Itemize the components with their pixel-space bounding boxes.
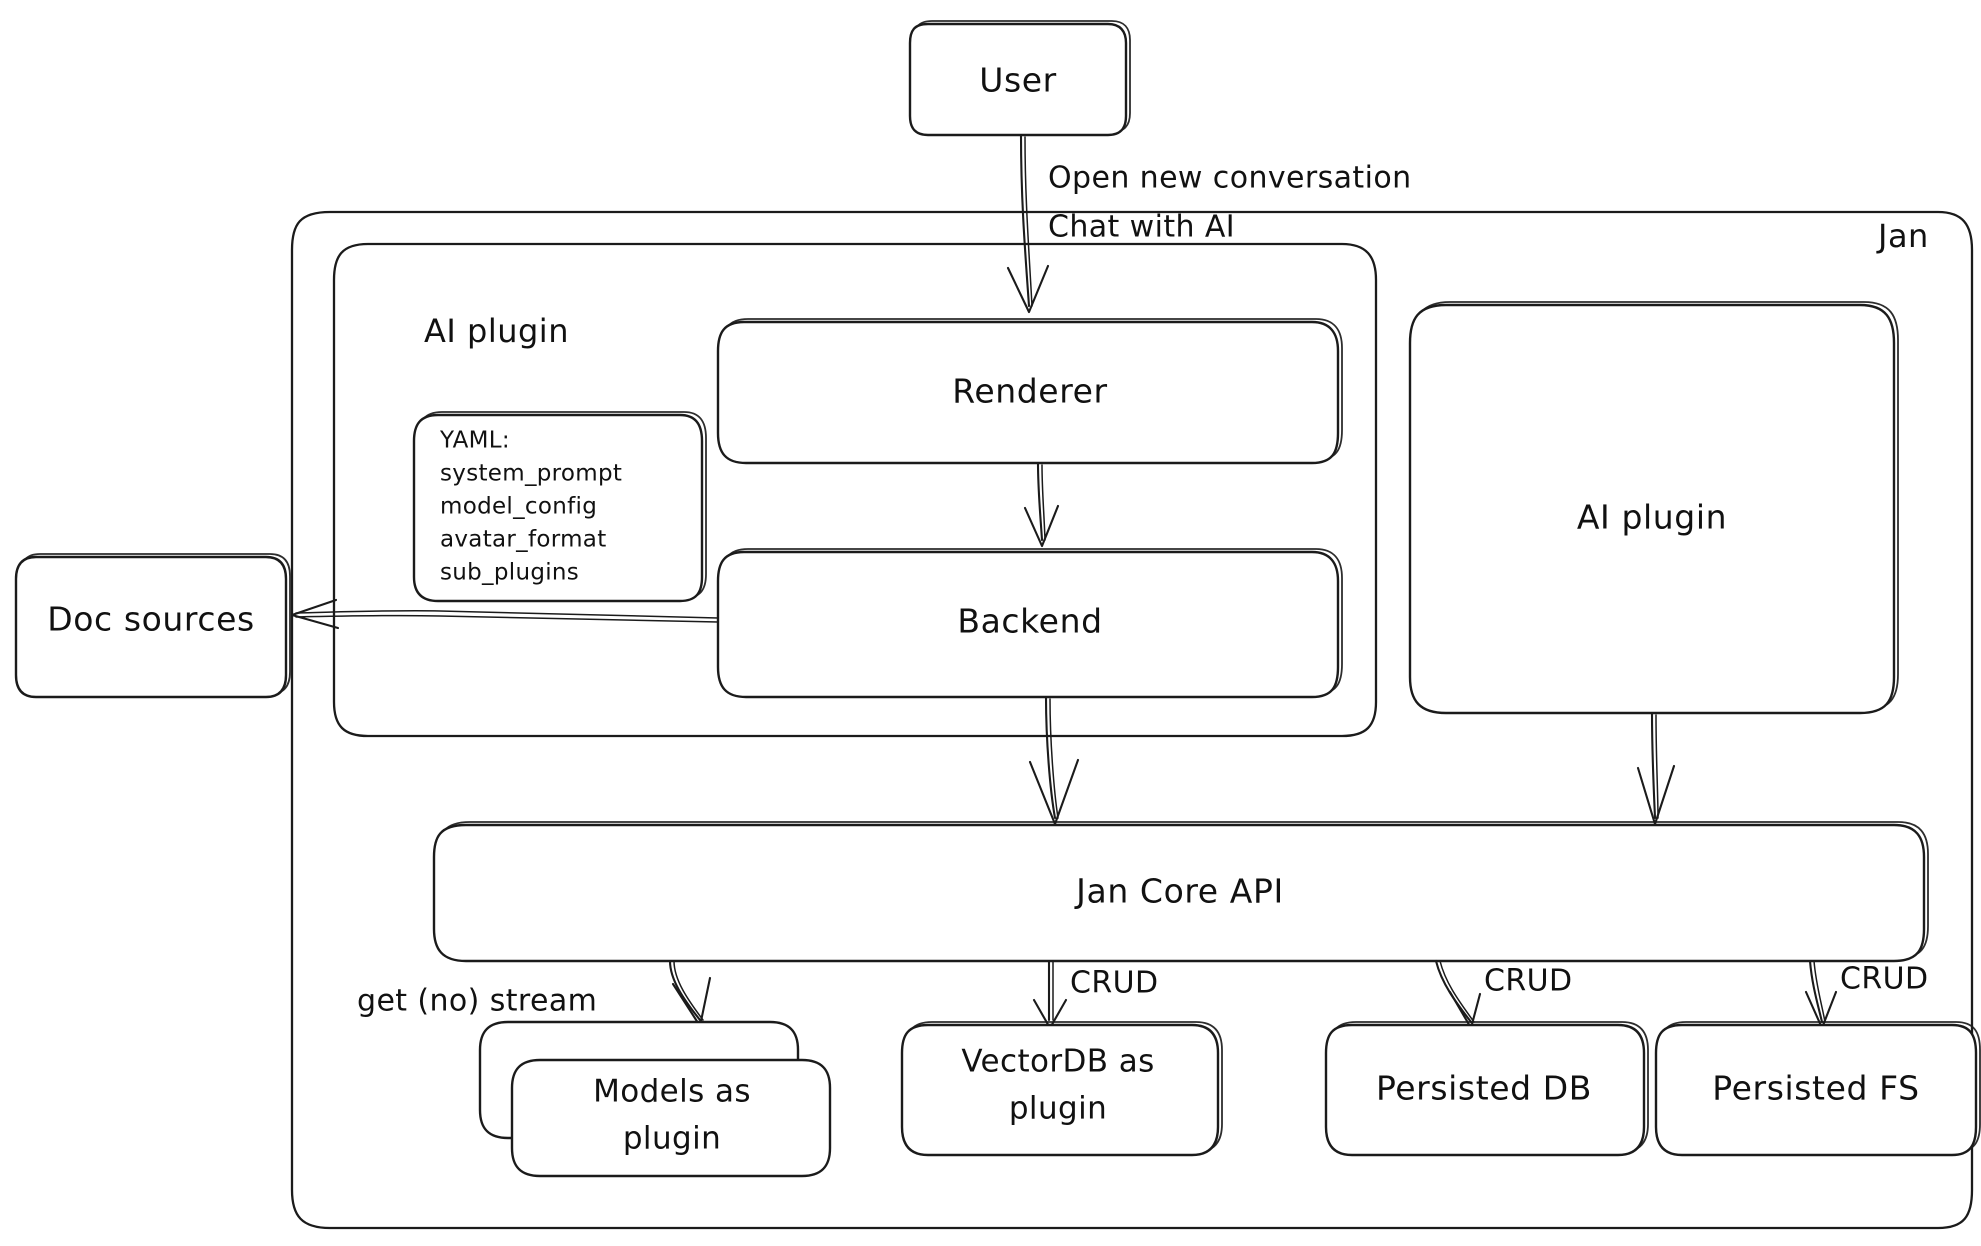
node-vectordb-as-plugin[interactable]: VectorDB as plugin: [900, 1021, 1223, 1157]
edge-user-to-renderer: Open new conversation Chat with AI: [1006, 133, 1412, 314]
node-jan-core-api[interactable]: Jan Core API: [432, 821, 1929, 963]
node-jan-core-api-label: Jan Core API: [1074, 872, 1284, 911]
node-ai-plugin-right[interactable]: AI plugin: [1408, 301, 1899, 715]
edge-backend-to-jan-core-api: [1028, 695, 1080, 826]
edge-api-to-models: get (no) stream: [357, 959, 712, 1028]
node-models-as-plugin-label-line2: plugin: [623, 1121, 721, 1157]
edge-label-api-to-persisted-fs: CRUD: [1840, 962, 1928, 997]
node-user-label: User: [979, 61, 1057, 100]
node-models-as-plugin[interactable]: Models as plugin: [478, 1020, 832, 1178]
edge-ai-plugin-to-jan-core-api: [1636, 711, 1676, 826]
node-user[interactable]: User: [908, 20, 1131, 137]
edge-api-to-persisted-db: CRUD: [1434, 959, 1572, 1030]
container-ai-plugin: AI plugin: [332, 242, 1378, 738]
edge-api-to-vectordb: CRUD: [1032, 959, 1158, 1030]
yaml-line-3: avatar_format: [440, 527, 607, 553]
yaml-line-4: sub_plugins: [440, 560, 579, 586]
container-jan: Jan: [290, 210, 1974, 1230]
node-doc-sources-label: Doc sources: [47, 600, 255, 639]
node-persisted-fs[interactable]: Persisted FS: [1654, 1021, 1981, 1157]
edge-label-api-to-persisted-db: CRUD: [1484, 964, 1572, 999]
node-yaml-config: YAML: system_prompt model_config avatar_…: [412, 411, 707, 603]
node-ai-plugin-right-label: AI plugin: [1577, 498, 1727, 537]
edge-label-user-to-renderer-line1: Open new conversation: [1048, 161, 1412, 196]
container-jan-label: Jan: [1876, 217, 1929, 255]
yaml-line-1: system_prompt: [440, 461, 622, 487]
edge-api-to-persisted-fs: CRUD: [1804, 959, 1928, 1030]
node-renderer-label: Renderer: [952, 372, 1107, 411]
node-renderer[interactable]: Renderer: [716, 318, 1343, 465]
node-persisted-fs-label: Persisted FS: [1712, 1069, 1919, 1108]
yaml-line-2: model_config: [440, 494, 597, 520]
yaml-line-0: YAML:: [439, 428, 510, 454]
edge-label-api-to-models: get (no) stream: [357, 984, 597, 1019]
node-doc-sources[interactable]: Doc sources: [14, 553, 291, 699]
node-backend-label: Backend: [957, 602, 1102, 641]
edge-backend-to-doc-sources: [290, 598, 719, 630]
node-persisted-db-label: Persisted DB: [1376, 1069, 1592, 1108]
edge-renderer-to-backend: [1023, 461, 1060, 548]
container-ai-plugin-label: AI plugin: [424, 312, 569, 350]
edge-label-api-to-vectordb: CRUD: [1070, 966, 1158, 1001]
node-backend[interactable]: Backend: [716, 548, 1343, 699]
node-vectordb-as-plugin-label-line2: plugin: [1009, 1091, 1107, 1127]
node-models-as-plugin-label-line1: Models as: [593, 1074, 751, 1110]
node-vectordb-as-plugin-label-line1: VectorDB as: [961, 1044, 1154, 1080]
edge-label-user-to-renderer-line2: Chat with AI: [1048, 210, 1235, 245]
node-persisted-db[interactable]: Persisted DB: [1324, 1021, 1649, 1157]
